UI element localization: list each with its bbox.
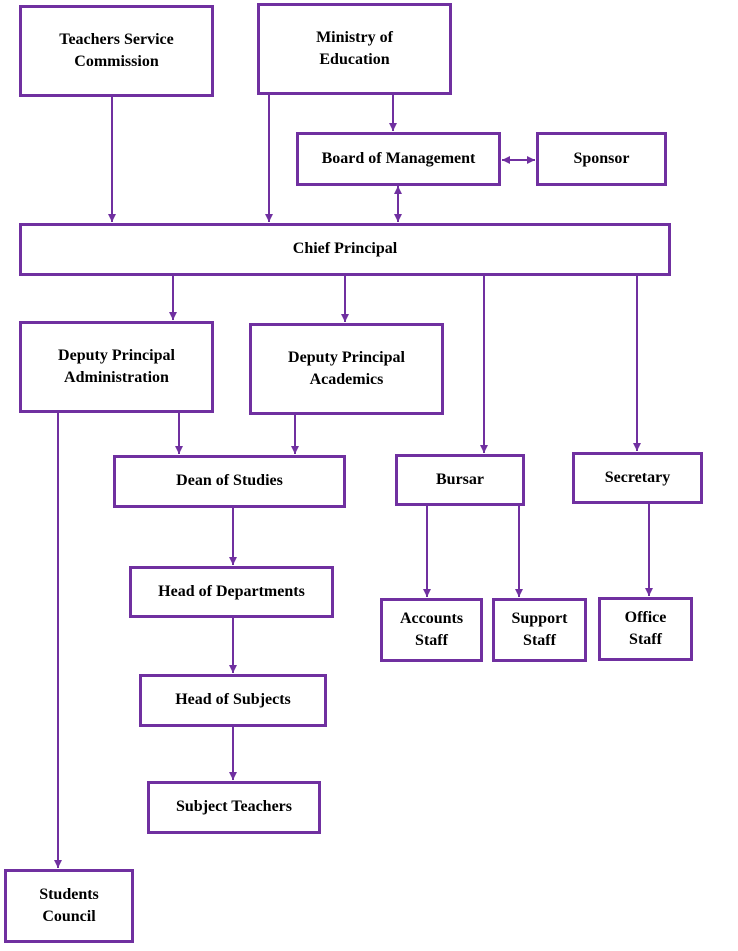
label-line: Education [319,51,390,68]
label-line: Head of Subjects [175,691,291,709]
label-line: Accounts [399,609,464,627]
label-line: Head of Departments [158,582,305,600]
label-line: Office [624,608,667,626]
label-line: Bursar [436,470,484,488]
node-ministry-of-education: Ministry of Education [257,3,452,95]
label-line: Secretary [604,468,671,486]
label-line: Commission [74,53,159,70]
label-line: Chief Principal [292,240,398,258]
label-line: Council [42,908,96,925]
label-line: Staff [415,632,448,649]
label-line: Sponsor [573,149,630,167]
label-line: Deputy Principal [58,346,175,364]
label-line: Deputy Principal [288,348,405,366]
label-line: Staff [523,632,556,649]
label-line: Subject Teachers [176,798,292,816]
node-board-of-management: Board of Management [296,132,501,186]
label-line: Support [511,609,568,627]
node-chief-principal: Chief Principal [19,223,671,276]
label-line: Board of Management [321,149,476,167]
node-bursar: Bursar [395,454,525,506]
node-dean-of-studies: Dean of Studies [113,455,346,508]
label-line: Students [39,885,99,903]
node-head-of-subjects: Head of Subjects [139,674,327,727]
label-line: Teachers Service [59,30,174,48]
label-line: Ministry of [316,28,393,46]
label-line: Dean of Studies [176,472,283,490]
node-sponsor: Sponsor [536,132,667,186]
label-line: Staff [629,631,662,648]
node-head-of-departments: Head of Departments [129,566,334,618]
node-secretary: Secretary [572,452,703,504]
label-line: Administration [64,369,169,386]
label-line: Academics [309,371,384,388]
node-subject-teachers: Subject Teachers [147,781,321,834]
